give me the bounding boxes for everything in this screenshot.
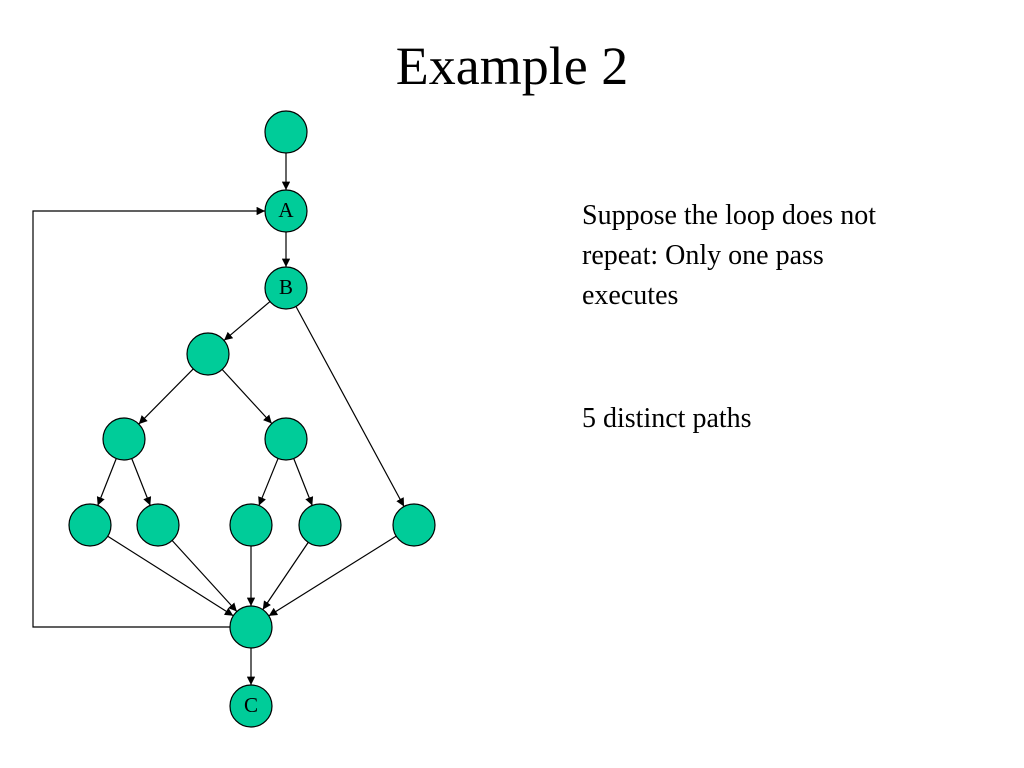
- edge-n5-join: [171, 540, 238, 612]
- node-circle: [264, 110, 308, 154]
- edge-B-n1: [223, 301, 271, 341]
- graph-nodes: A B C: [68, 110, 436, 728]
- edge-n2-n5: [131, 458, 152, 506]
- node-n8: [392, 503, 436, 547]
- node-n2: [102, 417, 146, 461]
- loop-note: Suppose the loop does not repeat: Only o…: [582, 200, 876, 311]
- node-circle: [136, 503, 180, 547]
- node-n3: [264, 417, 308, 461]
- edge-n3-n6: [258, 458, 279, 506]
- edge-n3-n7: [293, 458, 314, 506]
- node-circle: [229, 605, 273, 649]
- edge-n4-join: [107, 535, 234, 617]
- node-B: B: [264, 266, 308, 310]
- node-circle: [229, 684, 273, 728]
- node-circle: [392, 503, 436, 547]
- node-label: C: [244, 693, 258, 717]
- edge-n1-n2: [138, 368, 194, 425]
- node-circle: [264, 266, 308, 310]
- graph-edges: [32, 153, 405, 685]
- edge-n8-join: [268, 535, 397, 617]
- node-circle: [102, 417, 146, 461]
- edge-n2-n4: [96, 458, 117, 506]
- node-circle: [264, 417, 308, 461]
- node-A: A: [264, 189, 308, 233]
- node-n5: [136, 503, 180, 547]
- paths-count-note: 5 distinct paths: [582, 403, 752, 434]
- node-join: [229, 605, 273, 649]
- node-label: A: [278, 198, 294, 222]
- node-circle: [186, 332, 230, 376]
- node-label: B: [279, 275, 293, 299]
- node-circle: [68, 503, 112, 547]
- slide-title: Example 2: [395, 36, 629, 96]
- node-n1: [186, 332, 230, 376]
- node-circle: [264, 189, 308, 233]
- node-circle: [298, 503, 342, 547]
- node-n4: [68, 503, 112, 547]
- edge-n1-n3: [221, 369, 273, 424]
- loop-back-edge-join-A: [32, 206, 265, 628]
- node-circle: [229, 503, 273, 547]
- node-C: C: [229, 684, 273, 728]
- node-n7: [298, 503, 342, 547]
- node-entry: [264, 110, 308, 154]
- node-n6: [229, 503, 273, 547]
- edge-B-n8: [295, 306, 405, 507]
- edge-n7-join: [262, 542, 309, 610]
